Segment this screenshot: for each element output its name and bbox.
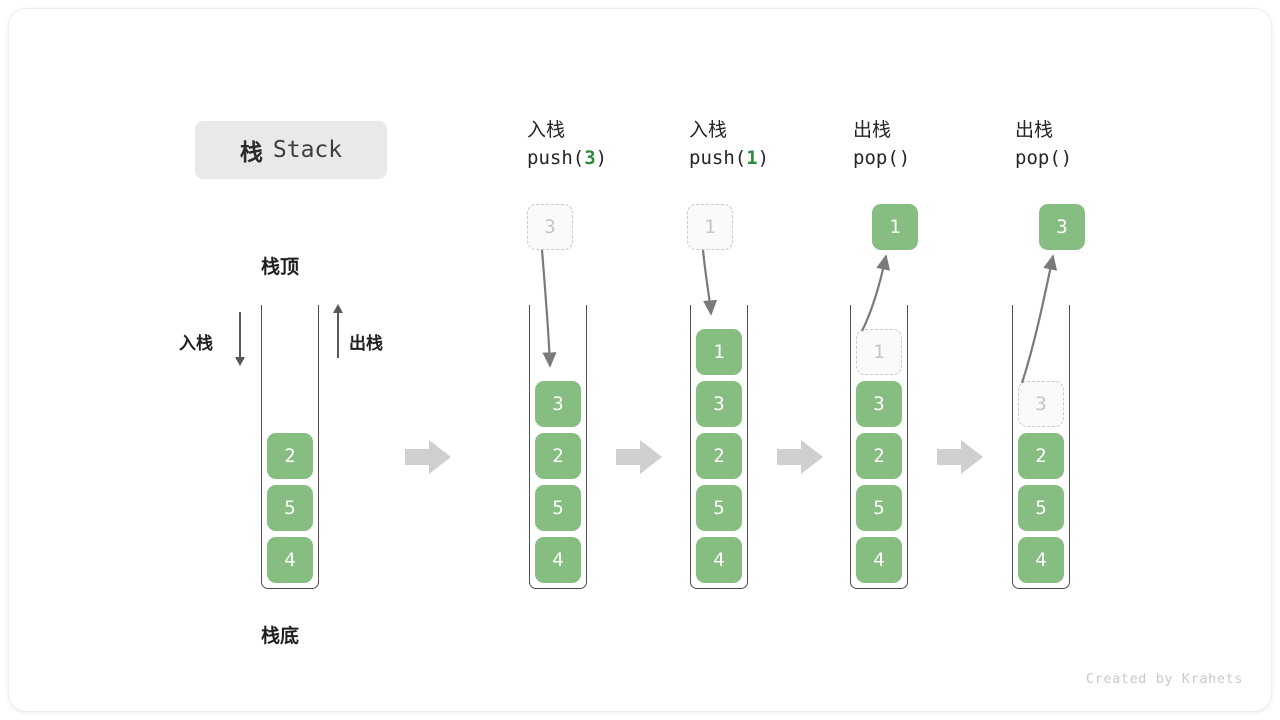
column-header-code: push(1) — [689, 146, 770, 169]
stack-tube — [850, 305, 908, 589]
push-direction-arrow — [235, 312, 245, 366]
stack-tube — [529, 305, 587, 589]
removed-element-ghost: 1 — [856, 329, 902, 375]
stack-tube — [1012, 305, 1070, 589]
stack-tube — [261, 305, 319, 589]
push-argument: 1 — [746, 146, 758, 169]
column-header: 入栈 push(3) — [527, 117, 607, 172]
diagram-card: 栈 Stack 栈顶 栈底 入栈 出栈 2 5 4 入栈 push(3) 3 3… — [8, 8, 1272, 712]
title-badge: 栈 Stack — [195, 121, 387, 179]
incoming-element: 3 — [527, 204, 573, 250]
column-header: 入栈 push(1) — [689, 117, 769, 172]
step-separator-arrow — [616, 440, 662, 474]
column-header-code: push(3) — [527, 146, 608, 169]
stack-tube — [690, 305, 748, 589]
watermark: Created by Krahets — [1085, 671, 1243, 687]
title-en: Stack — [272, 137, 343, 163]
stack-element: 5 — [535, 485, 581, 531]
stack-bottom-label: 栈底 — [261, 625, 300, 647]
column-header: 出栈 pop() — [1015, 117, 1072, 172]
pop-side-label: 出栈 — [349, 334, 383, 354]
stack-top-label: 栈顶 — [261, 256, 300, 278]
step-separator-arrow — [405, 440, 451, 474]
stack-element: 2 — [1018, 433, 1064, 479]
push-argument: 3 — [584, 146, 596, 169]
popped-element: 1 — [872, 204, 918, 250]
stack-element: 4 — [535, 537, 581, 583]
stack-element: 3 — [535, 381, 581, 427]
stack-element: 5 — [267, 485, 313, 531]
stack-element: 5 — [856, 485, 902, 531]
column-header-code: pop() — [1015, 146, 1073, 169]
stack-element: 3 — [856, 381, 902, 427]
stack-element: 4 — [1018, 537, 1064, 583]
stack-element: 3 — [696, 381, 742, 427]
title-cn: 栈 — [239, 140, 263, 166]
stack-element: 2 — [535, 433, 581, 479]
incoming-element: 1 — [687, 204, 733, 250]
stack-element: 2 — [267, 433, 313, 479]
motion-arrows-layer — [540, 249, 1058, 384]
stack-element: 4 — [696, 537, 742, 583]
popped-element: 3 — [1039, 204, 1085, 250]
stack-element: 2 — [856, 433, 902, 479]
column-header: 出栈 pop() — [853, 117, 910, 172]
step-separator-arrow — [937, 440, 983, 474]
step-separator-arrow — [777, 440, 823, 474]
stack-element: 1 — [696, 329, 742, 375]
removed-element-ghost: 3 — [1018, 381, 1064, 427]
stack-element: 4 — [856, 537, 902, 583]
stack-element: 2 — [696, 433, 742, 479]
push-side-label: 入栈 — [179, 334, 213, 354]
stack-element: 5 — [1018, 485, 1064, 531]
pop-direction-arrow — [333, 304, 343, 358]
stack-element: 5 — [696, 485, 742, 531]
column-header-code: pop() — [853, 146, 911, 169]
stack-element: 4 — [267, 537, 313, 583]
